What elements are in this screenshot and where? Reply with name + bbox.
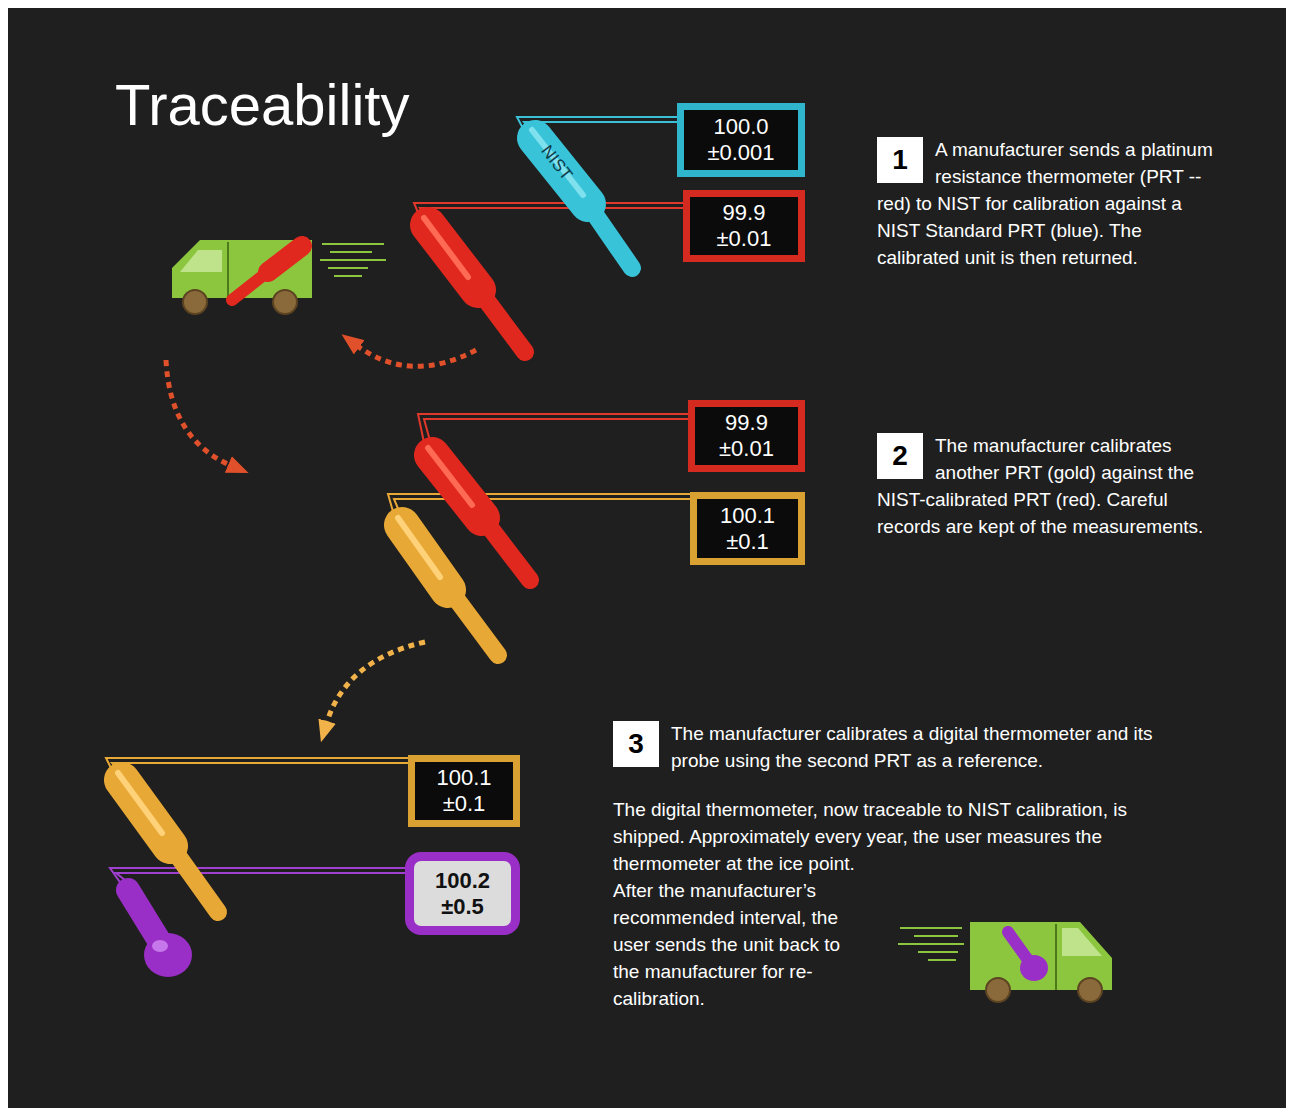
meter-display: 100.1±0.1 bbox=[690, 492, 805, 565]
reading-value: 100.0 bbox=[713, 114, 768, 140]
meter-display: 100.0±0.001 bbox=[677, 103, 805, 177]
reading-value: 100.1 bbox=[720, 503, 775, 529]
reading-uncertainty: ±0.001 bbox=[707, 140, 774, 166]
step-text: The digital thermometer, now traceable t… bbox=[613, 796, 1191, 1012]
reading-value: 99.9 bbox=[725, 410, 768, 436]
reading-value: 99.9 bbox=[723, 200, 766, 226]
reading-value: 100.2 bbox=[435, 868, 490, 894]
reading-uncertainty: ±0.1 bbox=[443, 791, 486, 817]
step-number: 1 bbox=[877, 137, 923, 183]
meter-display: 100.1±0.1 bbox=[408, 755, 520, 827]
meter-display: 100.2±0.5 bbox=[405, 852, 520, 935]
meter-display: 99.9±0.01 bbox=[683, 190, 805, 262]
step-number: 2 bbox=[877, 433, 923, 479]
reading-uncertainty: ±0.1 bbox=[726, 529, 769, 555]
paragraph-gap bbox=[613, 774, 1191, 796]
reading-value: 100.1 bbox=[436, 765, 491, 791]
truck-spacer bbox=[861, 874, 1191, 984]
step-text: A manufacturer sends a platinum resistan… bbox=[877, 136, 1222, 271]
step-text: The manufacturer calibrates a digital th… bbox=[613, 720, 1191, 774]
probe-label: NIST bbox=[537, 142, 575, 184]
step-text: The manufacturer calibrates another PRT … bbox=[877, 432, 1207, 540]
reading-uncertainty: ±0.01 bbox=[719, 436, 774, 462]
reading-uncertainty: ±0.01 bbox=[717, 226, 772, 252]
reading-uncertainty: ±0.5 bbox=[441, 894, 484, 920]
step-description: 2The manufacturer calibrates another PRT… bbox=[877, 432, 1207, 540]
step-description: 3The manufacturer calibrates a digital t… bbox=[613, 720, 1191, 1012]
diagram-title: Traceability bbox=[115, 70, 409, 140]
step-description: 1A manufacturer sends a platinum resista… bbox=[877, 136, 1222, 271]
step-number: 3 bbox=[613, 721, 659, 767]
meter-display: 99.9±0.01 bbox=[688, 400, 805, 472]
